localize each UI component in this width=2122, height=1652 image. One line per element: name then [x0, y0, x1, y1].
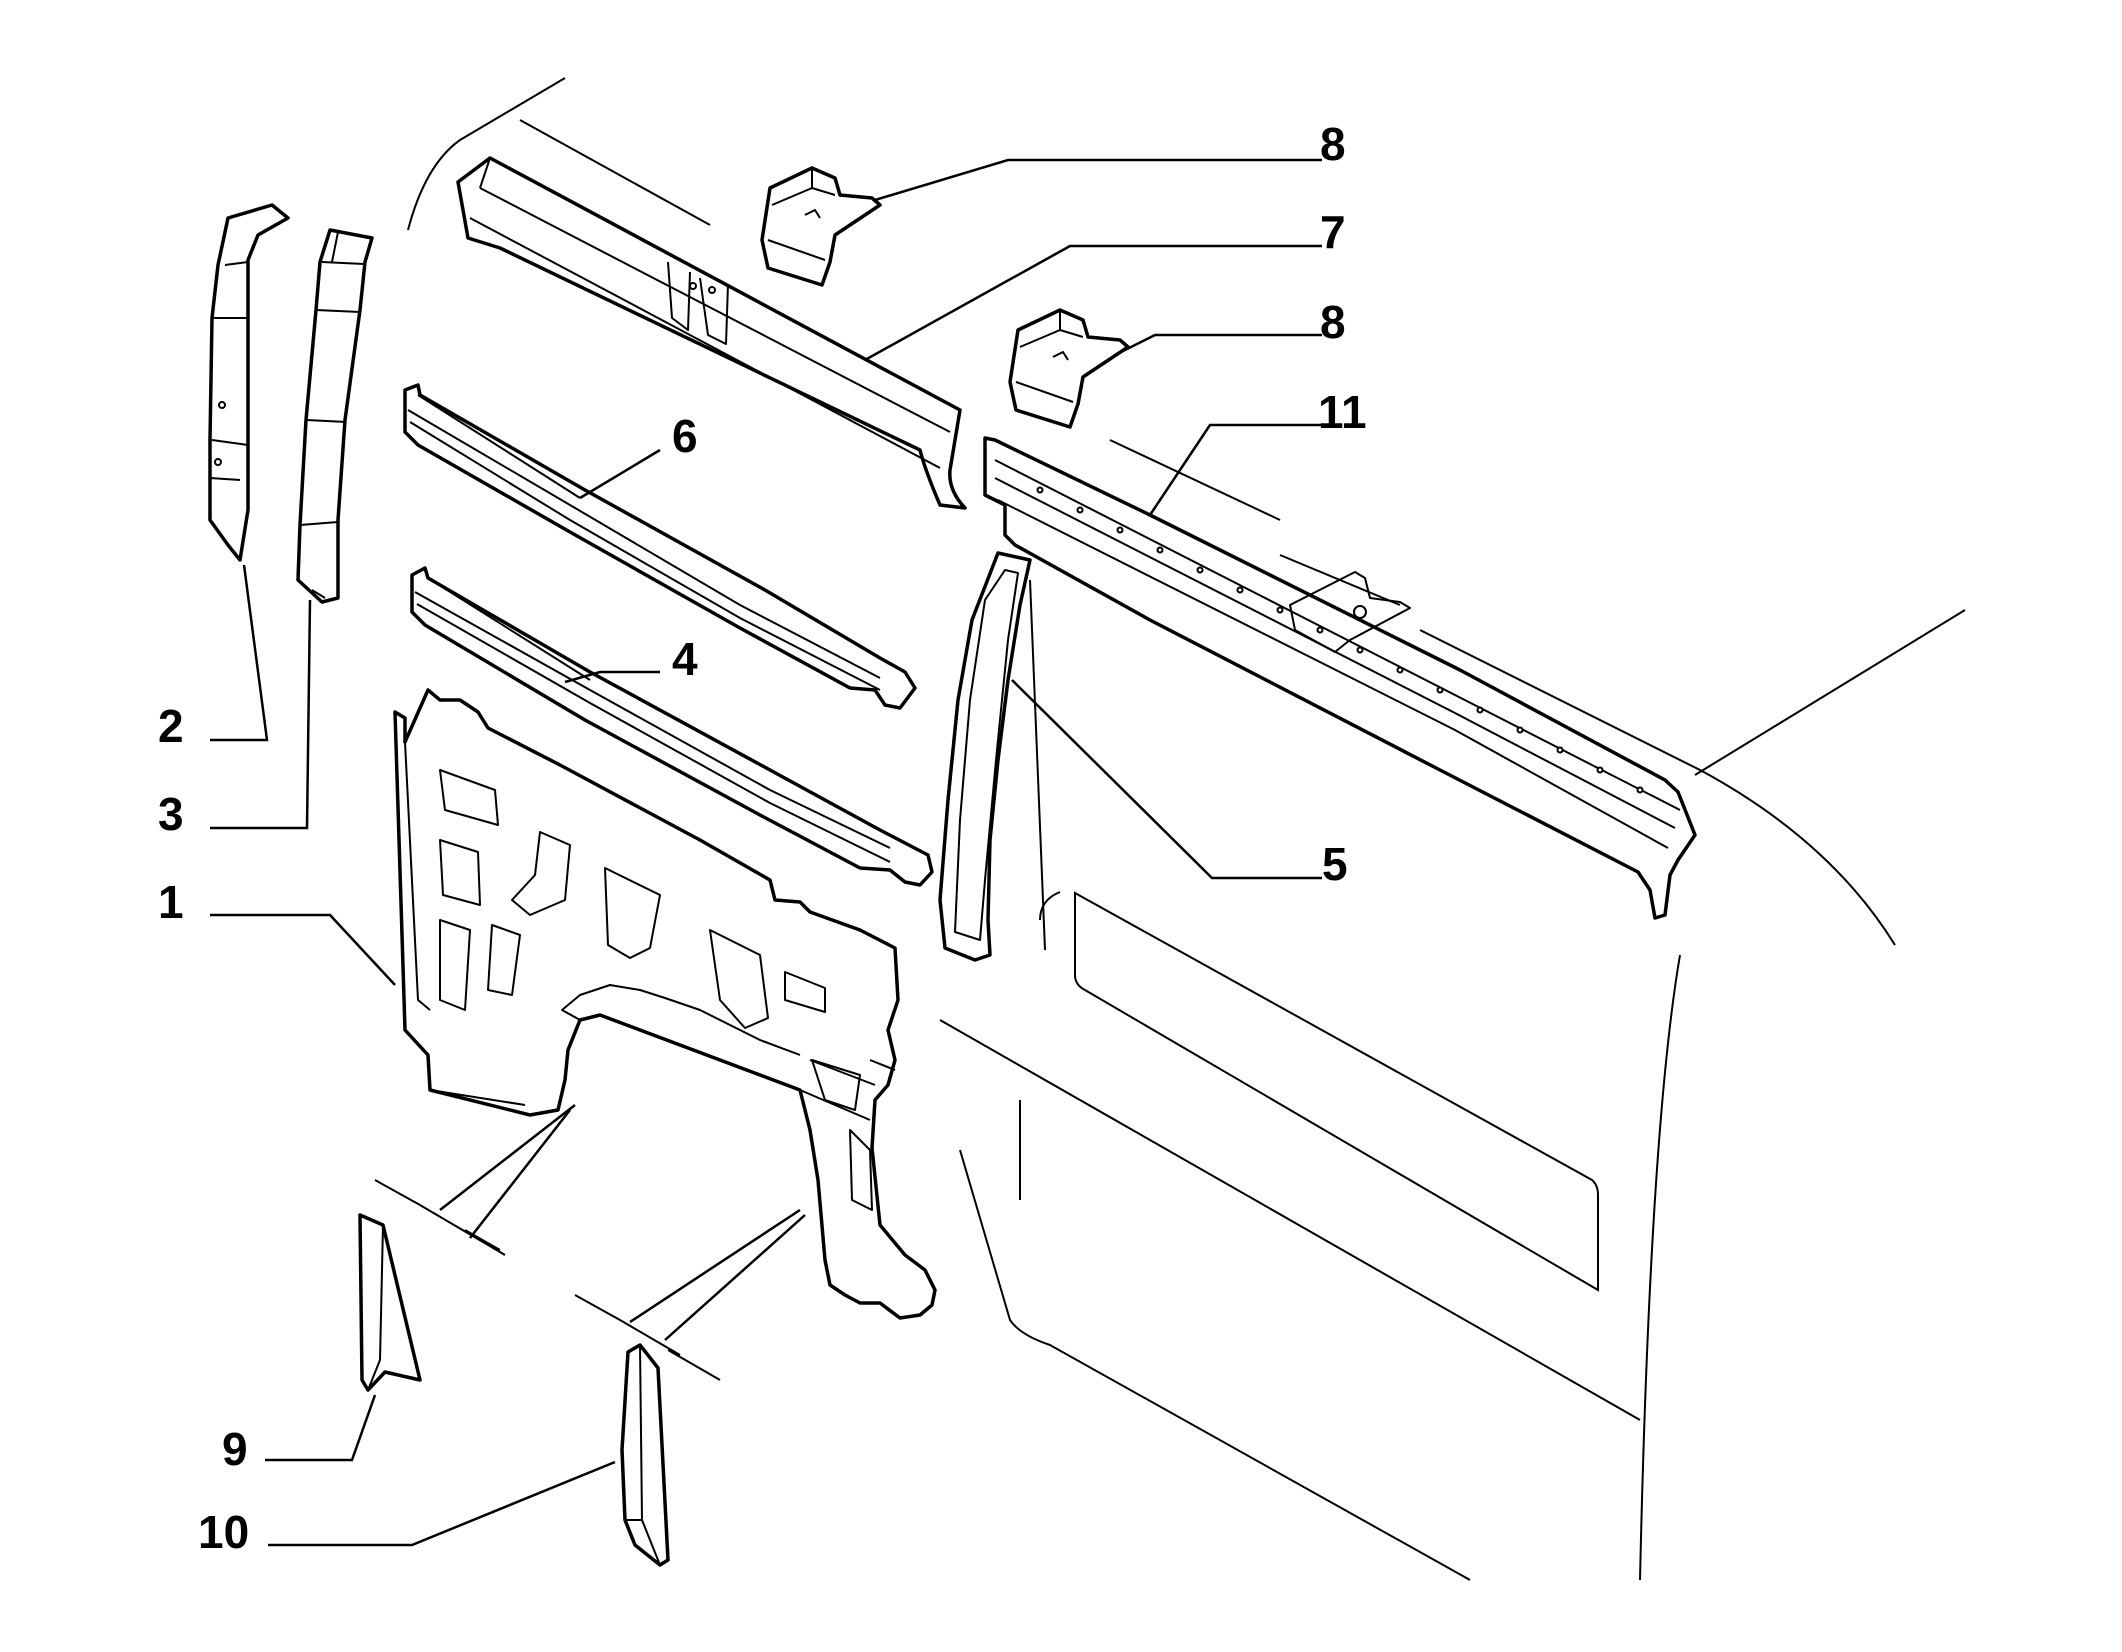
callout-7: 7: [1320, 206, 1346, 258]
part-5-rear-pillar-trim: [938, 551, 1032, 962]
part-11-roof-side-rail: [983, 436, 1697, 920]
leader-6: [579, 448, 661, 500]
part-2-pillar-trim: [208, 203, 290, 562]
leader-1: [210, 913, 396, 986]
callout-5: 5: [1322, 838, 1348, 890]
leader-7: [864, 244, 1322, 362]
part-1-side-panel: [393, 688, 937, 1320]
leader-3: [210, 599, 312, 830]
part-6-rail: [403, 383, 917, 710]
wheel-arch-guide-left: [439, 1104, 576, 1239]
callout-6: 6: [672, 410, 698, 462]
part-4-rail: [410, 566, 934, 887]
callout-11: 11: [1318, 386, 1367, 438]
part-8-upper-bracket: [760, 166, 882, 287]
leader-lines: [210, 158, 1322, 1547]
leader-8-upper: [874, 158, 1322, 202]
part-3-pillar-reinforcement: [296, 228, 374, 604]
callout-labels: 8 7 8 11 6 4 5 2 3 1 9 10: [158, 118, 1367, 1558]
callout-4: 4: [672, 633, 698, 685]
leader-9: [265, 1394, 377, 1462]
part-8-lower-bracket: [1008, 308, 1130, 429]
leader-4: [564, 670, 660, 684]
leader-10: [268, 1460, 616, 1547]
callout-8-lower: 8: [1320, 296, 1346, 348]
leader-8-lower: [1114, 333, 1322, 357]
part-10-lower-pillar-piece: [620, 1343, 670, 1567]
vehicle-body-outline: [374, 77, 1966, 1581]
callout-1: 1: [158, 876, 184, 928]
callout-9: 9: [222, 1423, 248, 1475]
callout-10: 10: [198, 1506, 249, 1558]
callout-3: 3: [158, 788, 184, 840]
leader-5: [1011, 679, 1322, 880]
part-7-upper-cross-rail: [456, 156, 967, 510]
leader-11: [1148, 423, 1322, 516]
part-9-lower-pillar-piece: [358, 1213, 422, 1392]
callout-8-upper: 8: [1320, 118, 1346, 170]
callout-2: 2: [158, 700, 184, 752]
wheel-arch-guide-right: [629, 1208, 806, 1341]
leader-2: [210, 564, 269, 742]
